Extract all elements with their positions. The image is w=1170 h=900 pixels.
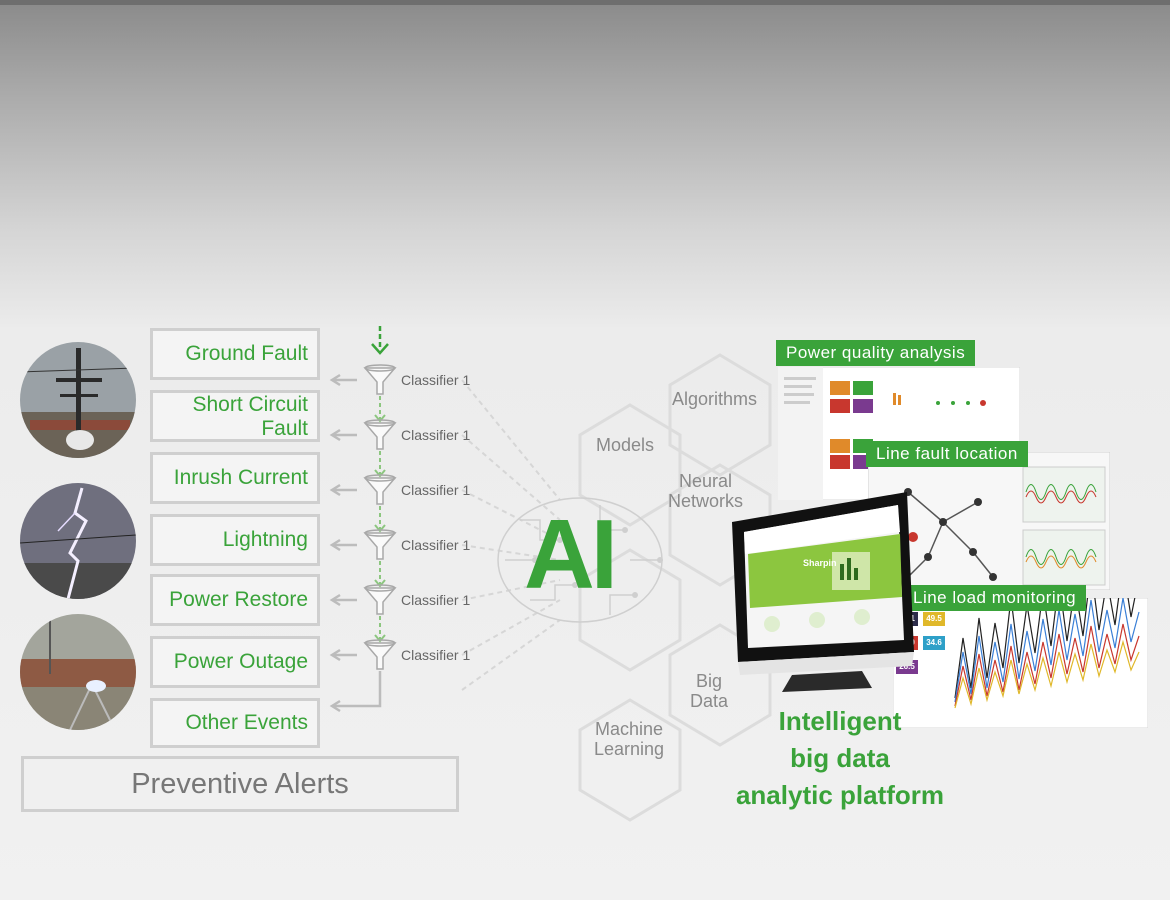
- substation-image: [20, 614, 136, 730]
- feedback-arrow-head: [329, 593, 341, 607]
- event-box: Power Restore: [150, 574, 320, 626]
- funnel-icon: [363, 642, 397, 670]
- funnel-rim: [364, 474, 396, 482]
- classifier-label: Classifier 1: [401, 372, 471, 388]
- hex-label-ml-line2: Learning: [594, 739, 665, 759]
- hex-label-big-line1: Big: [696, 671, 723, 691]
- top-arrow-head: [371, 343, 389, 355]
- classifier-label: Classifier 1: [401, 592, 471, 608]
- ai-label: AI: [524, 499, 618, 609]
- funnel-rim: [364, 639, 396, 647]
- feedback-arrow-head: [329, 648, 341, 662]
- feedback-arrow-head: [329, 538, 341, 552]
- funnel-icon: [363, 367, 397, 395]
- photo-substation: [20, 614, 136, 730]
- chain-arrow-head: [374, 634, 386, 643]
- monitor-image: [732, 492, 914, 692]
- classifier-label: Classifier 1: [401, 427, 471, 443]
- lightning-image: [20, 483, 136, 599]
- feedback-arrow-head: [329, 373, 341, 387]
- event-label: Ground Fault: [185, 342, 308, 365]
- funnel-rim: [364, 364, 396, 372]
- hex-label-algorithms: Algorithms: [672, 389, 758, 409]
- funnel-rim: [364, 584, 396, 592]
- funnel-icon: [363, 532, 397, 560]
- hex-label-neural-line2: Networks: [668, 491, 744, 511]
- other-events-arrow-head: [329, 699, 341, 713]
- hex-label-big-line2: Data: [690, 691, 729, 711]
- hex-label-neural-networks: Neural Networks: [668, 471, 743, 511]
- platform-line-2: big data: [790, 743, 890, 773]
- event-box: Other Events: [150, 698, 320, 748]
- label-line-fault-location: Line fault location: [866, 441, 1028, 467]
- chain-arrow-head: [374, 524, 386, 533]
- hex-label-models: Models: [596, 435, 655, 455]
- event-box: Lightning: [150, 514, 320, 566]
- event-label: Power Restore: [169, 588, 308, 611]
- event-label: Short Circuit: [192, 393, 308, 416]
- classifier-label: Classifier 1: [401, 482, 471, 498]
- chain-arrow-head: [374, 414, 386, 423]
- event-box: Power Outage: [150, 636, 320, 688]
- monitor-brand: Sharpin: [803, 558, 837, 568]
- label-power-quality-analysis: Power quality analysis: [776, 340, 976, 366]
- event-box: Ground Fault: [150, 328, 320, 380]
- platform-title: Intelligent big data analytic platform: [720, 703, 960, 814]
- other-events-path: [333, 671, 382, 708]
- label-line-load-monitoring: Line load monitoring: [903, 585, 1087, 611]
- classifier-label: Classifier 1: [401, 647, 471, 663]
- hex-label-machine-learning: Machine Learning: [594, 719, 664, 759]
- photo-lightning: [20, 483, 136, 599]
- event-label: Inrush Current: [173, 466, 308, 489]
- event-label: Lightning: [222, 528, 308, 551]
- metric-tile: 34.6: [923, 636, 945, 650]
- platform-line-1: Intelligent: [778, 706, 902, 736]
- hex-label-neural-line1: Neural: [678, 471, 733, 491]
- chain-arrow-head: [374, 579, 386, 588]
- chain-arrow-head: [374, 469, 386, 478]
- funnel-rim: [364, 419, 396, 427]
- preventive-alerts-box: Preventive Alerts: [21, 756, 459, 812]
- feedback-arrow-head: [329, 483, 341, 497]
- funnel-icon: [363, 422, 397, 450]
- event-label: Power Outage: [173, 650, 308, 673]
- feedback-arrow-head: [329, 428, 341, 442]
- funnel-icon: [363, 477, 397, 505]
- funnel-rim: [364, 529, 396, 537]
- hex-label-ml-line1: Machine: [595, 719, 664, 739]
- hex-label-big-data: Big Data: [690, 671, 728, 711]
- funnel-icon: [363, 587, 397, 615]
- event-label: Fault: [261, 417, 308, 440]
- event-box: Inrush Current: [150, 452, 320, 504]
- top-border: [0, 0, 1170, 5]
- classifier-label: Classifier 1: [401, 537, 471, 553]
- platform-line-3: analytic platform: [735, 780, 945, 810]
- metric-tile: 49.5: [923, 612, 945, 626]
- event-label: Other Events: [185, 711, 308, 734]
